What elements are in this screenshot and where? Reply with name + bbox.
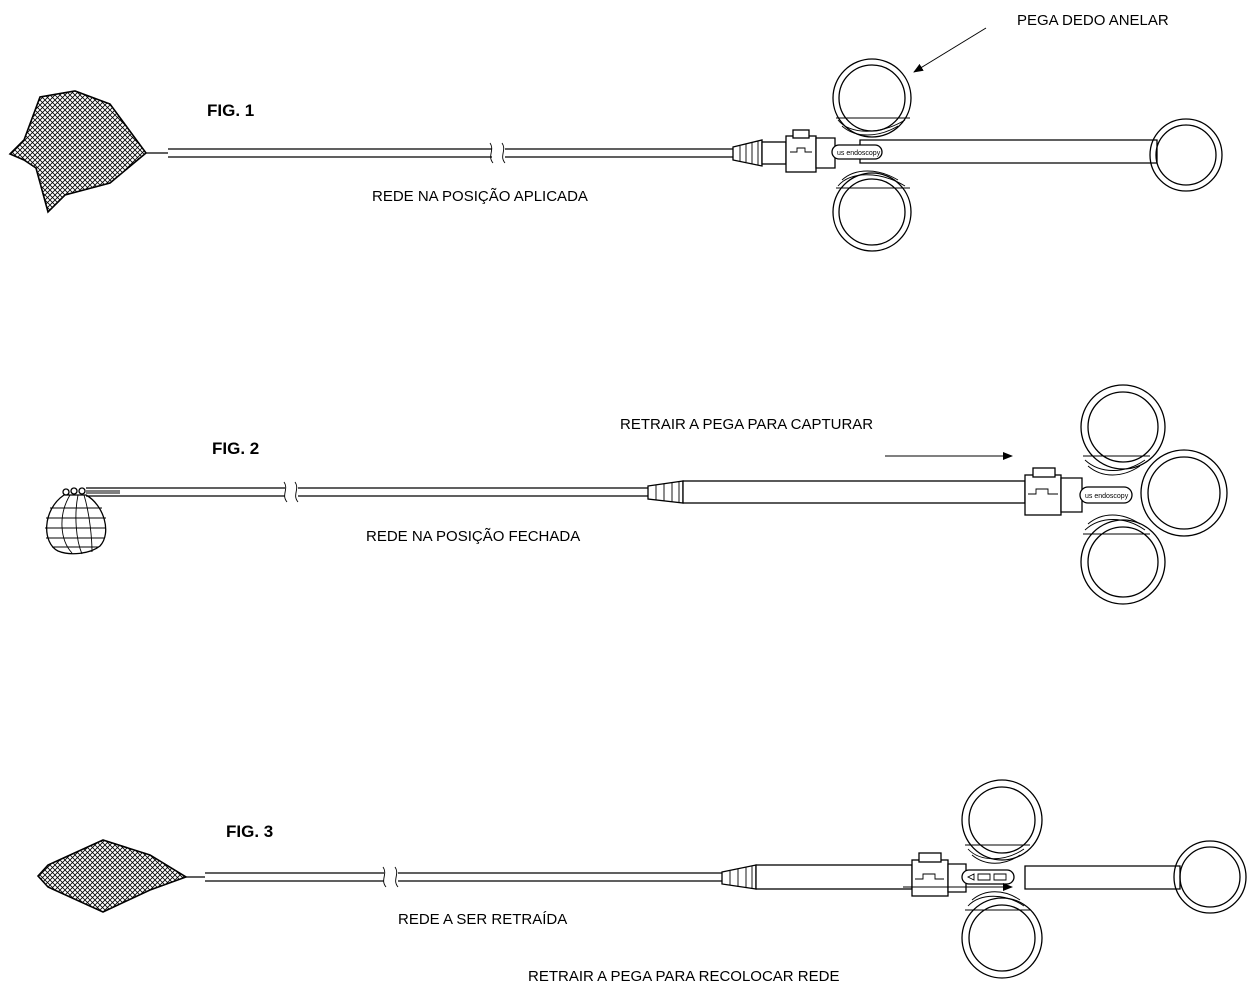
figure-1-title: FIG. 1 <box>207 101 254 120</box>
figure-3-caption: REDE A SER RETRAÍDA <box>398 911 567 928</box>
figure-2-title: FIG. 2 <box>212 439 259 458</box>
handle-body <box>947 844 1181 911</box>
retract-capture-label: RETRAIR A PEGA PARA CAPTURAR <box>620 416 873 433</box>
figure-2-caption: REDE NA POSIÇÃO FECHADA <box>366 528 580 545</box>
shaft <box>86 481 650 503</box>
net-mesh-icon <box>36 839 188 913</box>
connector <box>721 852 949 897</box>
thumb-ring-icon <box>1149 118 1223 192</box>
figure-3-title: FIG. 3 <box>226 822 273 841</box>
figure-1-caption: REDE NA POSIÇÃO APLICADA <box>372 188 588 205</box>
figure-1: FIG. 1 us endoscopy <box>8 12 1223 252</box>
closed-net-icon <box>45 487 107 555</box>
arrow-icon <box>913 27 987 73</box>
ring-handle-label: PEGA DEDO ANELAR <box>1017 12 1169 29</box>
brand-label: us endoscopy <box>837 150 881 157</box>
connector <box>647 467 1062 516</box>
retract-redeploy-label: RETRAIR A PEGA PARA RECOLOCAR REDE <box>528 968 839 984</box>
shaft <box>205 866 724 888</box>
figure-3: FIG. 3 <box>36 779 1247 984</box>
ring-handle-icon <box>832 58 912 252</box>
ring-handle-icon <box>1080 384 1228 605</box>
net-mesh-icon <box>8 90 148 214</box>
thumb-ring-icon <box>1173 840 1247 914</box>
connector <box>732 129 817 173</box>
handle-body: us endoscopy <box>815 117 1158 189</box>
handle-body: us endoscopy <box>1060 455 1150 535</box>
figure-2: FIG. 2 <box>45 384 1228 605</box>
shaft <box>168 142 735 164</box>
brand-label: us endoscopy <box>1085 493 1129 500</box>
ring-handle-icon <box>961 779 1043 979</box>
